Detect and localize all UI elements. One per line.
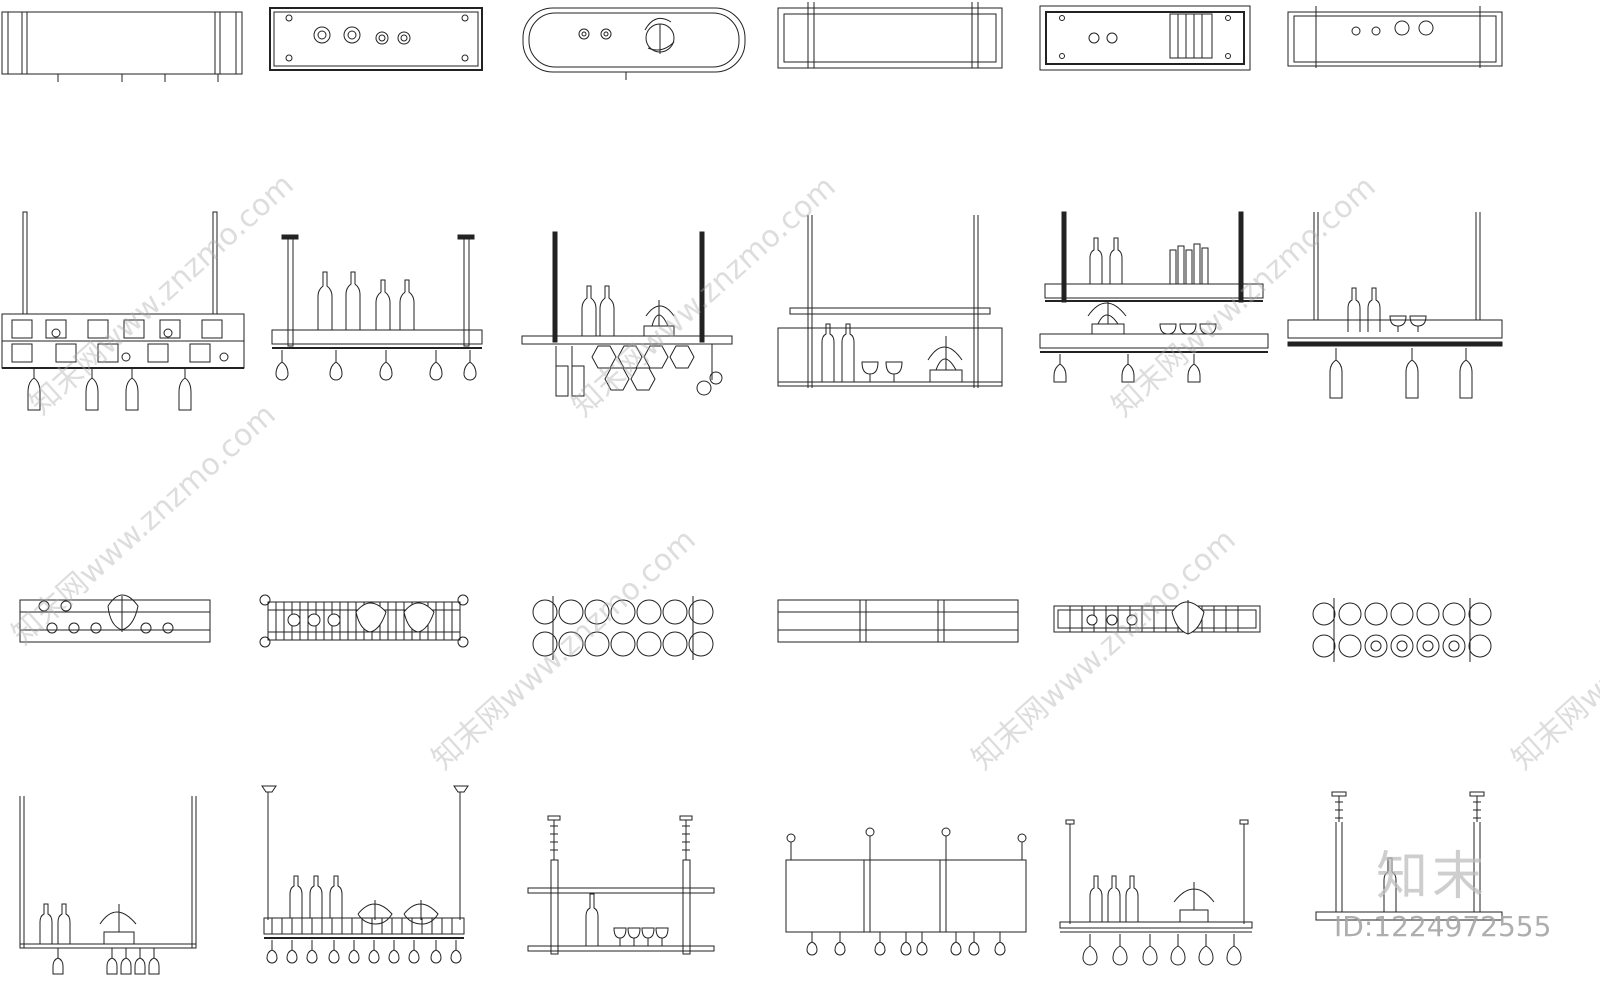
plant-icon bbox=[357, 900, 439, 925]
rack-elevation-3 bbox=[521, 231, 733, 397]
rack-elevation-5 bbox=[1039, 211, 1269, 383]
plant-icon bbox=[643, 300, 675, 337]
plant-icon bbox=[355, 602, 435, 633]
rack-top-view-3 bbox=[522, 7, 746, 80]
rack-hanging-6 bbox=[1315, 791, 1503, 921]
rack-hanging-1 bbox=[19, 796, 197, 975]
rack-plan-1 bbox=[19, 594, 211, 643]
rack-elevation-2 bbox=[271, 234, 483, 381]
rack-hanging-3 bbox=[527, 815, 715, 955]
rack-top-view-4 bbox=[777, 2, 1003, 69]
rack-plan-2 bbox=[259, 594, 469, 648]
rack-top-view-5 bbox=[1039, 5, 1251, 71]
rack-plan-5 bbox=[1053, 600, 1261, 635]
rack-plan-4 bbox=[777, 599, 1019, 643]
rack-hanging-2 bbox=[261, 785, 469, 964]
plant-icon bbox=[99, 904, 137, 945]
rack-hanging-5 bbox=[1059, 819, 1253, 966]
rack-elevation-1 bbox=[1, 211, 245, 411]
plant-icon bbox=[1173, 882, 1215, 923]
plant-icon bbox=[644, 17, 675, 54]
rack-plan-6 bbox=[1312, 598, 1492, 662]
rack-elevation-6 bbox=[1287, 212, 1503, 399]
rack-top-view-1 bbox=[1, 11, 243, 82]
rack-plan-3 bbox=[532, 596, 714, 660]
rack-top-view-2 bbox=[269, 7, 483, 71]
rack-hanging-4 bbox=[785, 827, 1027, 956]
plant-icon bbox=[1171, 600, 1205, 635]
plant-icon bbox=[107, 594, 139, 632]
rack-top-view-6 bbox=[1287, 6, 1503, 68]
plant-icon bbox=[1087, 302, 1127, 335]
rack-elevation-4 bbox=[777, 215, 1003, 388]
plant-icon bbox=[927, 336, 963, 383]
